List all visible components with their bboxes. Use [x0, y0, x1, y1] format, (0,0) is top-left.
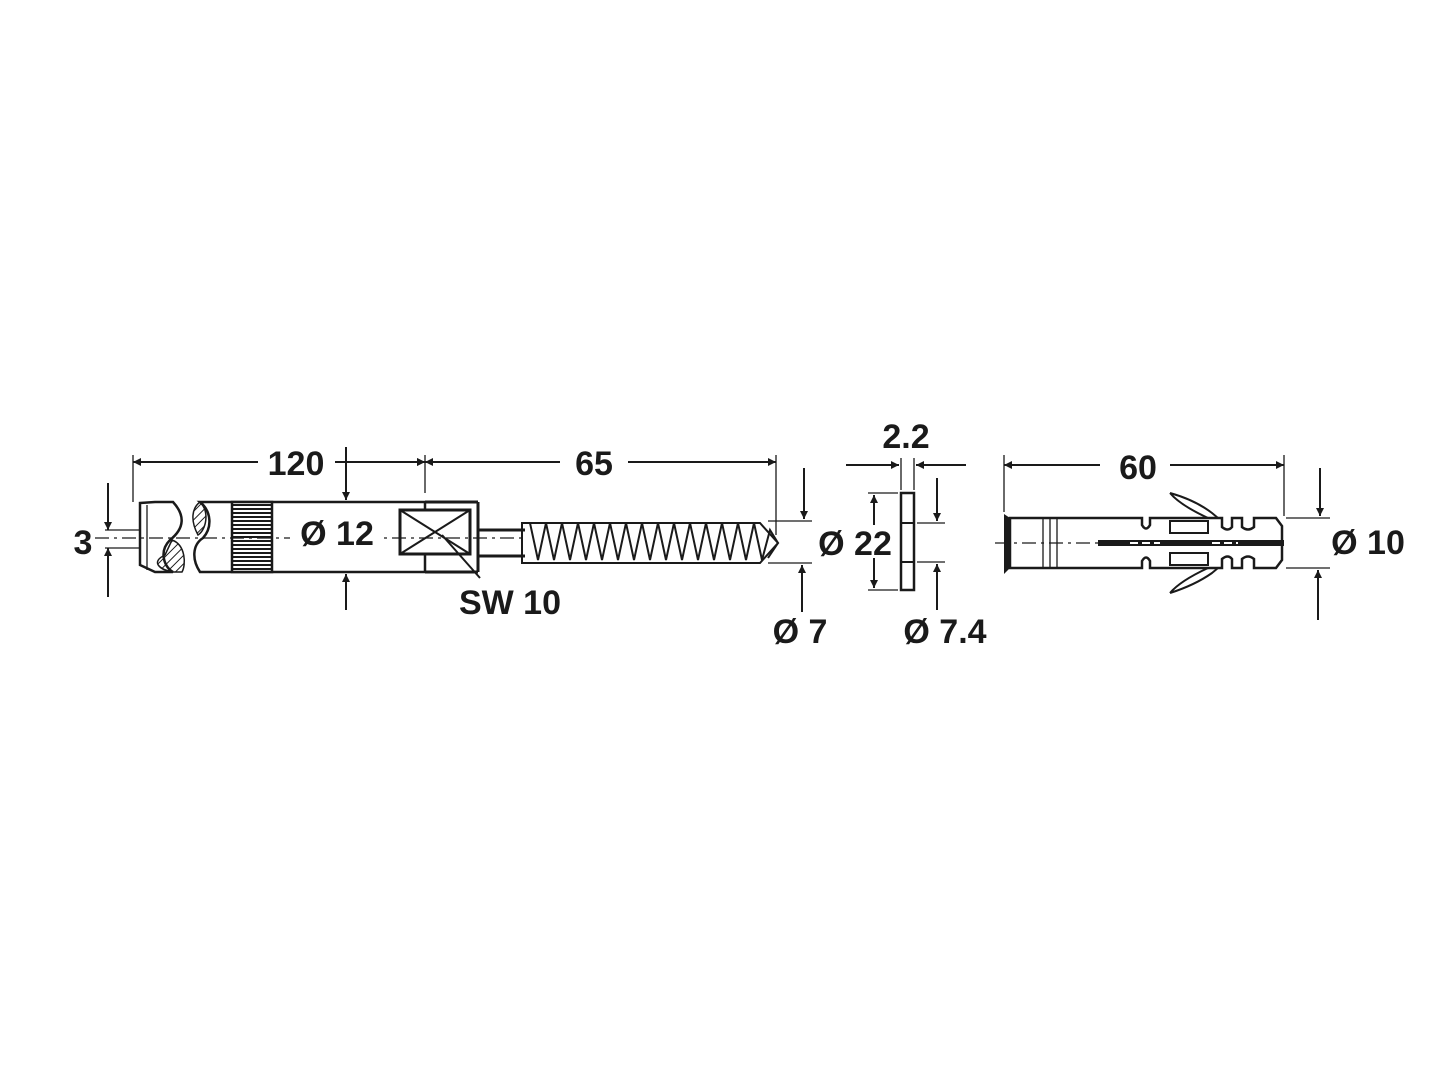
wall-plug-dimensions: 60 Ø 10	[1003, 449, 1405, 620]
dim-thread-length: 65	[575, 445, 613, 483]
dim-thread-diameter: Ø 7	[773, 613, 828, 651]
dim-bolt-length: 120	[268, 445, 325, 483]
wall-plug	[995, 492, 1284, 594]
bolt-head-end	[138, 500, 186, 574]
dim-plug-diameter: Ø 10	[1331, 524, 1405, 562]
dim-shank-diameter: Ø 12	[300, 515, 374, 553]
washer-dimensions: 2.2 Ø 22 Ø 7.4	[818, 418, 987, 651]
dim-wrench-size: SW 10	[459, 584, 561, 622]
dim-washer-thickness: 2.2	[882, 418, 929, 456]
knurl-band	[230, 500, 274, 574]
thread	[521, 522, 780, 564]
washer	[899, 491, 916, 592]
bolt-dimensions: 120 65 3 Ø 12 SW 10 Ø 7	[74, 445, 828, 651]
connector-bolt	[95, 500, 780, 574]
dim-groove: 3	[74, 524, 93, 562]
dim-washer-od: Ø 22	[818, 525, 892, 563]
wrench-flats	[398, 508, 472, 556]
dim-washer-id: Ø 7.4	[903, 613, 986, 651]
dim-plug-length: 60	[1119, 449, 1157, 487]
